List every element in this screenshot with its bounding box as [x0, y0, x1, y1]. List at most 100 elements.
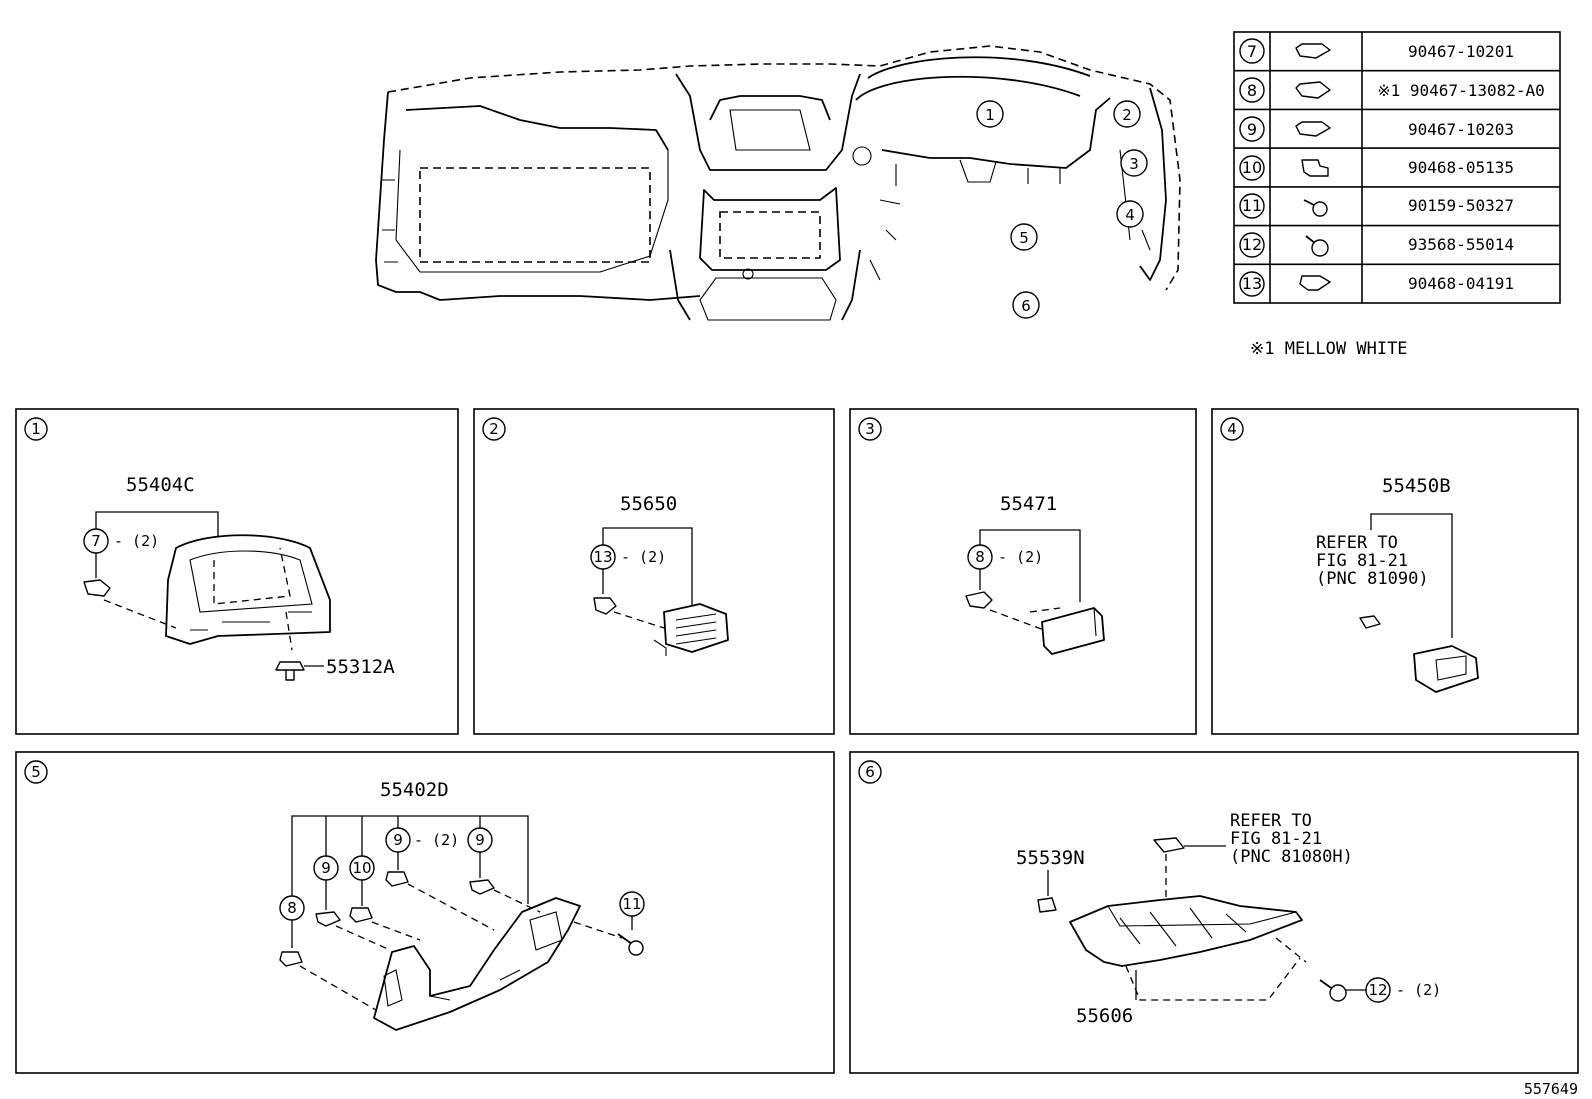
instrument-cluster-panel: [165, 534, 331, 645]
screw-icon: [275, 661, 305, 681]
panel-6: 6 REFER TO FIG 81-21 (PNC 81080H) 55539N…: [849, 751, 1579, 1074]
clip-ref: 7: [91, 532, 101, 550]
part-label: 55606: [1076, 1005, 1133, 1027]
overview-callout-2: 2: [1113, 100, 1141, 128]
clip-qty: - (2): [414, 831, 459, 849]
fastener-part: 90468-05135: [1408, 158, 1514, 177]
part-label: 55539N: [1016, 847, 1085, 869]
overview-callout-6: 6: [1012, 291, 1040, 319]
panel-2: 2 55650 13 - (2): [473, 408, 835, 735]
clip-qty: - (2): [114, 532, 159, 550]
table-row: 13 90468-04191: [1239, 271, 1514, 297]
refer-line: FIG 81-21: [1230, 829, 1322, 849]
overview-callout-4: 4: [1116, 200, 1144, 228]
fastener-part: 93568-55014: [1408, 235, 1514, 254]
clip-icon: [1037, 897, 1057, 913]
clip-icon: [1299, 275, 1331, 291]
clip-icon: [469, 879, 495, 895]
clip-icon: [965, 591, 993, 609]
overview-callout-5: 5: [1010, 223, 1038, 251]
panel-1: 1 55404C 7 - (2) 55312A: [15, 408, 459, 735]
part-label: 55471: [1000, 493, 1057, 515]
clip-icon: [1295, 121, 1331, 137]
fastener-ref: 7: [1247, 42, 1257, 61]
screw-icon: [1303, 199, 1328, 217]
screw-icon: [1305, 235, 1329, 257]
panel-ref: 5: [31, 763, 41, 781]
panel-4: 4 55450B REFER TO FIG 81-21 (PNC 81090): [1211, 408, 1579, 735]
fastener-ref: 10: [1242, 158, 1262, 177]
clip-qty: - (2): [998, 548, 1043, 566]
lower-panel-assembly: [373, 897, 581, 1031]
connector-icon: [1153, 837, 1185, 853]
table-row: 8 ※1 90467-13082-A0: [1239, 77, 1545, 103]
table-row: 9 90467-10203: [1239, 116, 1514, 142]
panel-3: 3 55471 8 - (2): [849, 408, 1197, 735]
screw-ref: 12: [1368, 981, 1387, 999]
clip-icon: [315, 911, 341, 927]
fastener-ref: 8: [1247, 81, 1257, 100]
under-cover-panel: [1069, 895, 1303, 967]
clip-qty: - (2): [1396, 981, 1441, 999]
clip-icon: [1295, 43, 1331, 59]
svg-text:6: 6: [1021, 297, 1031, 315]
screw-ref: 11: [622, 895, 641, 913]
fastener-part: 90467-10203: [1408, 120, 1514, 139]
fastener-table: 7 90467-10201 8 ※1 90467-13082-A0 9 9046…: [1233, 31, 1561, 304]
fastener-ref: 12: [1242, 235, 1262, 254]
panel-ref: 2: [489, 420, 499, 438]
fastener-part: 90467-10201: [1408, 42, 1514, 61]
refer-line: REFER TO: [1316, 533, 1398, 553]
table-row: 12 93568-55014: [1239, 232, 1514, 258]
figure-id: 557649: [1524, 1080, 1578, 1098]
refer-line: (PNC 81080H): [1230, 847, 1353, 867]
clip-icon: [385, 871, 409, 887]
svg-text:1: 1: [985, 106, 995, 124]
fastener-ref: 13: [1242, 274, 1262, 293]
panel-ref: 4: [1227, 420, 1237, 438]
table-row: 11 90159-50327: [1239, 193, 1514, 219]
switch-housing: [1413, 645, 1479, 693]
screw-icon: [1319, 979, 1347, 1002]
fastener-ref: 9: [1247, 120, 1257, 139]
air-vent-assembly: [653, 603, 729, 656]
overview-callout-1: 1: [976, 100, 1004, 128]
clip-ref: 9: [321, 859, 331, 877]
clip-ref: 9: [475, 831, 485, 849]
panel-ref: 1: [31, 420, 41, 438]
clip-icon: [83, 579, 111, 597]
fastener-part: 90159-50327: [1408, 196, 1514, 215]
svg-text:3: 3: [1129, 155, 1139, 173]
color-note: ※1 MELLOW WHITE: [1250, 339, 1408, 359]
part-label: 55404C: [126, 474, 195, 496]
clip-ref: 8: [975, 548, 985, 566]
refer-line: REFER TO: [1230, 811, 1312, 831]
table-row: 10 90468-05135: [1239, 155, 1514, 181]
fastener-part: ※1 90467-13082-A0: [1377, 81, 1545, 100]
refer-line: FIG 81-21: [1316, 551, 1408, 571]
clip-icon: [1301, 159, 1329, 177]
part-label: 55402D: [380, 779, 449, 801]
clip-qty: - (2): [621, 548, 666, 566]
overview-callouts: 1 2 3 4 5 6: [976, 100, 1148, 319]
svg-text:4: 4: [1125, 206, 1135, 224]
clip-ref: 8: [287, 899, 297, 917]
overview-callout-3: 3: [1120, 149, 1148, 177]
svg-text:2: 2: [1122, 106, 1132, 124]
svg-text:5: 5: [1019, 229, 1029, 247]
clip-icon: [1295, 81, 1331, 99]
screw-icon: [617, 933, 644, 956]
panel-ref: 6: [865, 763, 875, 781]
clip-ref: 9: [393, 831, 403, 849]
connector-icon: [1359, 615, 1381, 629]
panel-ref: 3: [865, 420, 875, 438]
panel-5: 5 55402D 8 9 10 9 - (2) 9 11: [15, 751, 835, 1074]
clip-icon: [593, 597, 617, 615]
part-label: 55450B: [1382, 475, 1451, 497]
fastener-part: 90468-04191: [1408, 274, 1514, 293]
clip-icon: [349, 907, 373, 923]
part-label: 55650: [620, 493, 677, 515]
clip-icon: [279, 951, 303, 967]
trim-cover-panel: [1041, 607, 1105, 655]
clip-ref: 13: [593, 548, 612, 566]
